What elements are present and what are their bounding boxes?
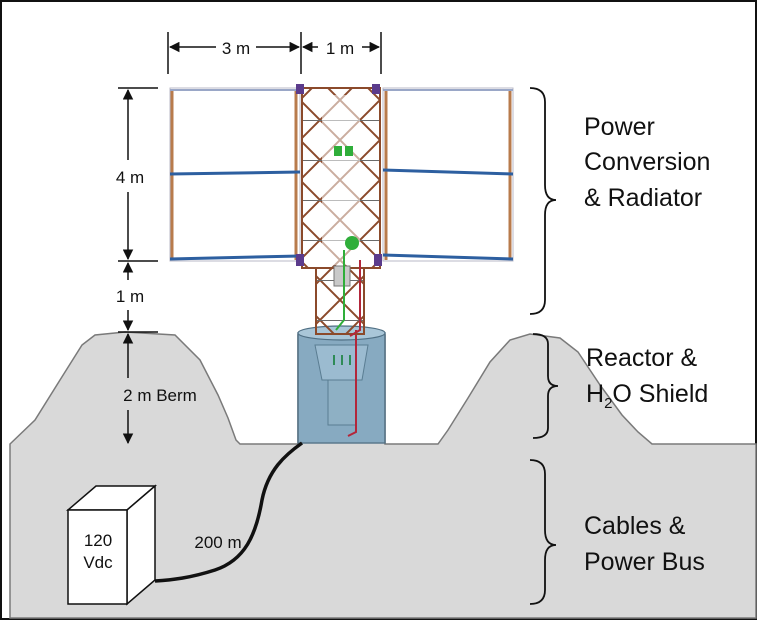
reactor-line1: Reactor & xyxy=(586,344,697,372)
dim-4m-label: 4 m xyxy=(116,168,144,187)
brace-power-conversion xyxy=(529,87,557,315)
power-conversion-line1: Power xyxy=(584,113,655,141)
truss-mast xyxy=(296,84,382,337)
cable-length-label: 200 m xyxy=(194,533,241,552)
radiator-left-panel xyxy=(169,87,301,262)
cables-line1: Cables & xyxy=(584,512,686,540)
power-conversion-line2: Conversion xyxy=(584,148,710,176)
dim-1m-label: 1 m xyxy=(326,39,354,58)
dim-3m-label: 3 m xyxy=(222,39,250,58)
berm-label: 2 m Berm xyxy=(123,386,197,405)
brace-reactor xyxy=(532,333,559,439)
power-supply-box xyxy=(65,484,158,606)
radiator-right-panel xyxy=(382,87,514,262)
dimension-vertical xyxy=(118,87,158,445)
box-label-line1: 120 xyxy=(84,531,112,550)
dim-1m-vertical-label: 1 m xyxy=(116,287,144,306)
box-label-line2: Vdc xyxy=(83,553,113,572)
dimension-horizontal xyxy=(167,32,382,74)
brace-cables xyxy=(529,459,557,605)
power-conversion-line3: & Radiator xyxy=(584,184,702,212)
reactor-tank xyxy=(297,325,386,444)
reactor-line2: H2O Shield xyxy=(586,380,708,412)
power-cable xyxy=(154,441,304,583)
cables-line2: Power Bus xyxy=(584,548,705,576)
